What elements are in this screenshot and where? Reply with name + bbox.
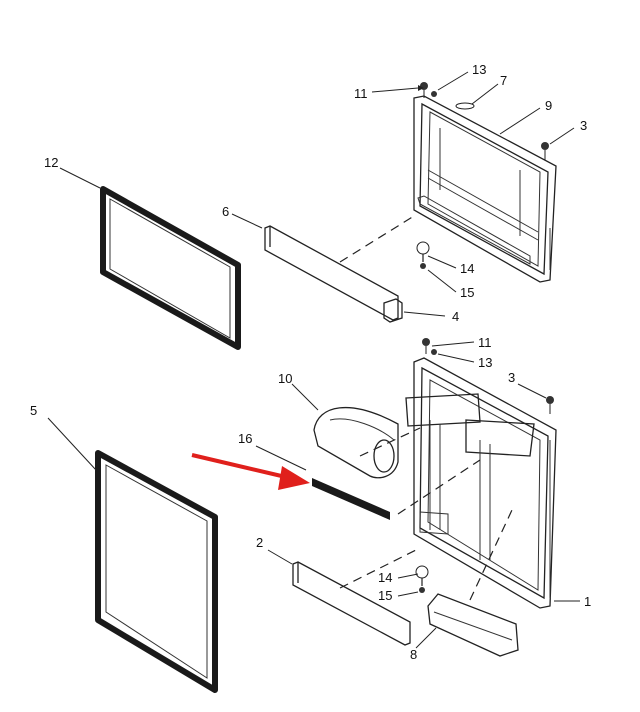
callout-14-freezer: 14 xyxy=(460,261,474,276)
callout-11-fresh-food: 11 xyxy=(478,335,492,350)
door-bin xyxy=(427,593,519,657)
callout-9: 9 xyxy=(545,98,552,113)
leader-lines xyxy=(47,71,580,649)
bracket xyxy=(383,298,403,323)
fresh-food-door-gasket xyxy=(95,450,218,693)
callout-13-freezer: 13 xyxy=(472,62,486,77)
callout-13-fresh-food: 13 xyxy=(478,355,492,370)
callout-3-fresh-food: 3 xyxy=(508,370,515,385)
freezer-door-trim xyxy=(264,225,399,321)
callout-4: 4 xyxy=(452,309,459,324)
assembly-lines xyxy=(339,215,513,601)
fresh-food-door-trim xyxy=(292,561,411,646)
door-trim-strip xyxy=(312,478,390,520)
callout-8: 8 xyxy=(410,647,417,662)
callout-10: 10 xyxy=(278,371,292,386)
callout-15-fresh-food: 15 xyxy=(378,588,392,603)
callout-2: 2 xyxy=(256,535,263,550)
fresh-food-door xyxy=(405,357,557,609)
callout-15-freezer: 15 xyxy=(460,285,474,300)
callout-12: 12 xyxy=(44,155,58,170)
callout-6: 6 xyxy=(222,204,229,219)
callout-14-fresh-food: 14 xyxy=(378,570,392,585)
highlight-arrow xyxy=(191,453,310,490)
callout-7: 7 xyxy=(500,73,507,88)
freezer-door-gasket xyxy=(100,186,241,350)
callout-5: 5 xyxy=(30,403,37,418)
callout-16: 16 xyxy=(238,431,252,446)
callout-11-freezer: 11 xyxy=(354,86,368,101)
fasteners xyxy=(415,82,554,593)
callout-1: 1 xyxy=(584,594,591,609)
freezer-door xyxy=(413,95,557,283)
dairy-door xyxy=(313,406,399,479)
callout-3-freezer: 3 xyxy=(580,118,587,133)
callout-labels: 1 2 3 3 4 5 6 7 8 9 10 11 11 12 13 13 14… xyxy=(30,62,591,662)
